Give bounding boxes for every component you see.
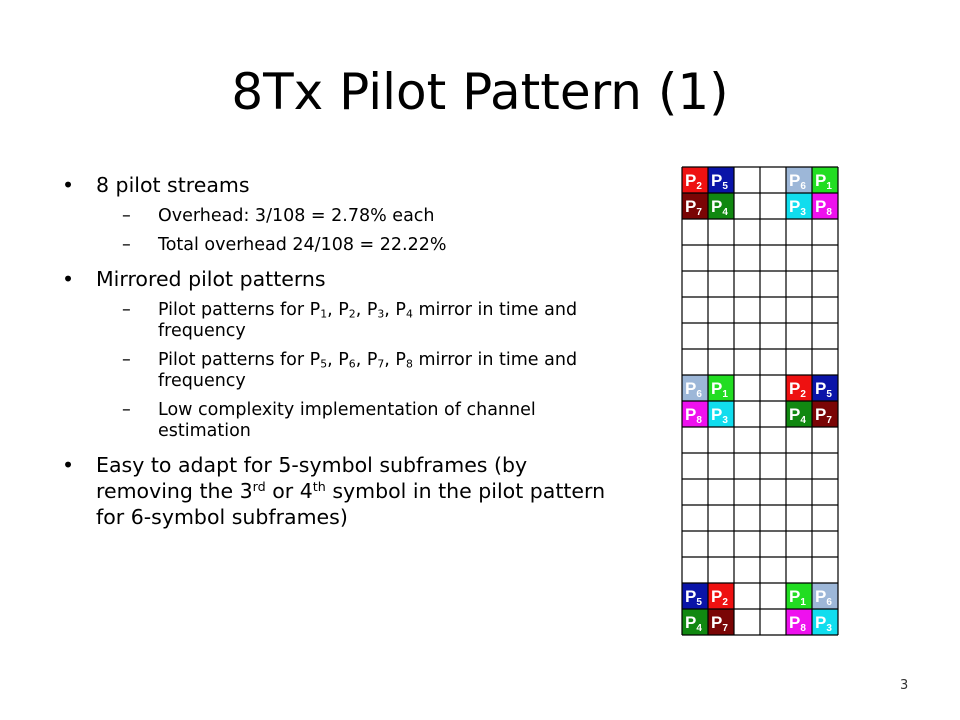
sub-bullet-text: Pilot patterns for P5, P6, P7, P8 mirror… <box>158 350 578 391</box>
pilot-cell-p4: P4 <box>708 193 734 219</box>
pilot-cell-p7: P7 <box>812 401 838 427</box>
sub-bullet-item: – Pilot patterns for P1, P2, P3, P4 mirro… <box>60 300 630 342</box>
pilot-cell-p8: P8 <box>812 193 838 219</box>
sub-bullet-marker: – <box>122 206 131 226</box>
bullet-text: 8 pilot streams <box>96 173 250 197</box>
pilot-cell-p7: P7 <box>682 193 708 219</box>
pilot-cell-p1: P1 <box>786 583 812 609</box>
sub-bullet-text: Low complexity implementation of channel… <box>158 400 536 441</box>
sub-bullet-marker: – <box>122 400 131 420</box>
pilot-cell-p6: P6 <box>682 375 708 401</box>
pilot-cell-p7: P7 <box>708 609 734 635</box>
pilot-cell-p4: P4 <box>682 609 708 635</box>
sub-bullet-item: – Pilot patterns for P5, P6, P7, P8 mirro… <box>60 350 630 392</box>
pilot-cell-p4: P4 <box>786 401 812 427</box>
page-number: 3 <box>900 678 909 693</box>
grid-lines <box>681 166 839 636</box>
sub-bullet-text: Total overhead 24/108 = 22.22% <box>158 235 447 255</box>
bullet-marker: • <box>62 453 75 477</box>
pilot-cell-p3: P3 <box>708 401 734 427</box>
sub-bullet-item: – Overhead: 3/108 = 2.78% each <box>60 206 630 227</box>
pilot-cell-p8: P8 <box>682 401 708 427</box>
pilot-cell-p5: P5 <box>708 167 734 193</box>
pilot-cell-p1: P1 <box>708 375 734 401</box>
bullet-item: • Easy to adapt for 5-symbol subframes (b… <box>60 452 630 530</box>
pilot-cell-p6: P6 <box>812 583 838 609</box>
slide-title: 8Tx Pilot Pattern (1) <box>231 63 729 121</box>
bullet-marker: • <box>62 173 75 197</box>
bullet-item: • 8 pilot streams <box>60 172 630 198</box>
bullet-text: Mirrored pilot patterns <box>96 267 326 291</box>
sub-bullet-marker: – <box>122 300 131 320</box>
sub-bullet-marker: – <box>122 350 131 370</box>
pilot-cell-p3: P3 <box>786 193 812 219</box>
pilot-cell-p8: P8 <box>786 609 812 635</box>
pilot-cell-p2: P2 <box>786 375 812 401</box>
bullet-marker: • <box>62 267 75 291</box>
pilot-cell-p2: P2 <box>682 167 708 193</box>
sub-bullet-text: Overhead: 3/108 = 2.78% each <box>158 206 435 226</box>
pilot-cell-p2: P2 <box>708 583 734 609</box>
bullet-list: • 8 pilot streams – Overhead: 3/108 = 2.78%… <box>60 172 630 530</box>
sub-bullet-marker: – <box>122 235 131 255</box>
pilot-cell-p6: P6 <box>786 167 812 193</box>
pilot-cell-p5: P5 <box>812 375 838 401</box>
sub-bullet-item: – Low complexity implementation of channe… <box>60 400 630 442</box>
pilot-cell-p5: P5 <box>682 583 708 609</box>
sub-bullet-text: Pilot patterns for P1, P2, P3, P4 mirror… <box>158 300 578 341</box>
sub-bullet-item: – Total overhead 24/108 = 22.22% <box>60 235 630 256</box>
pilot-cell-p3: P3 <box>812 609 838 635</box>
bullet-item: • Mirrored pilot patterns <box>60 266 630 292</box>
pilot-cell-p1: P1 <box>812 167 838 193</box>
bullet-text: Easy to adapt for 5-symbol subframes (by… <box>96 453 606 529</box>
